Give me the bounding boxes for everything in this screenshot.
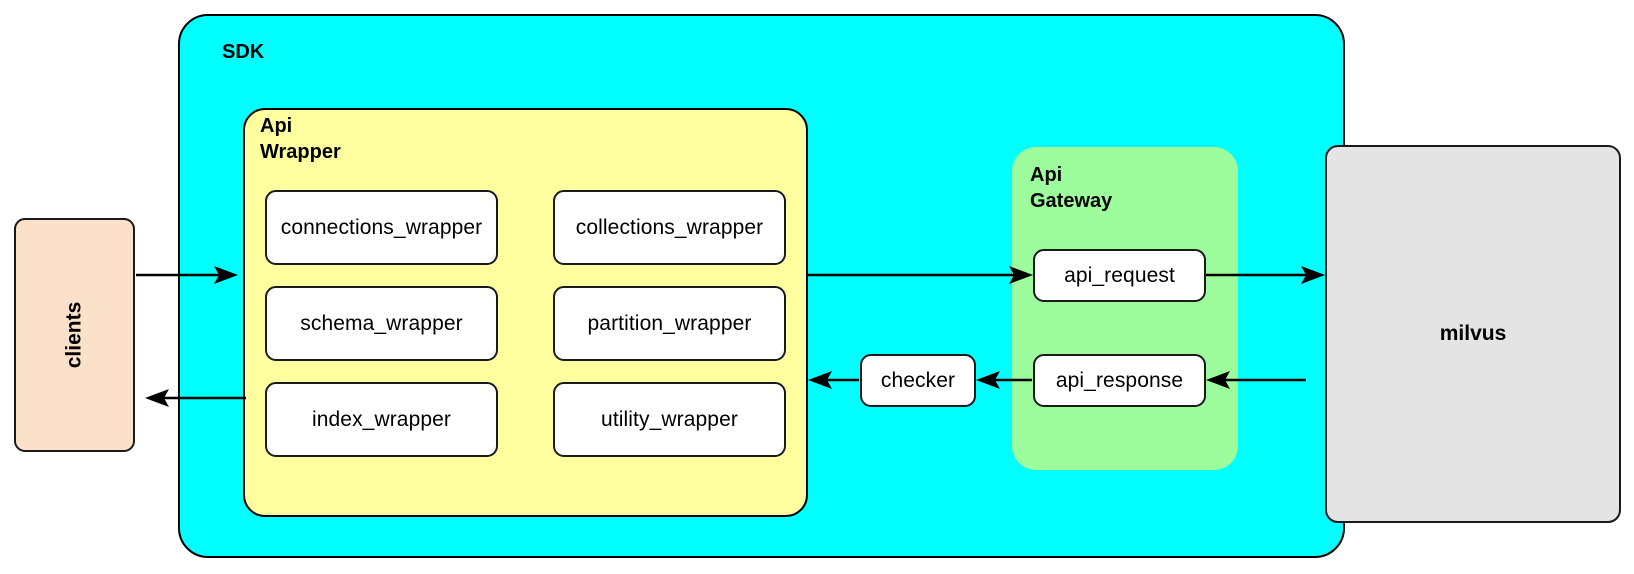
milvus-label: milvus (1439, 322, 1507, 345)
module-label: api_response (1055, 368, 1184, 392)
checker-label: checker (880, 368, 956, 392)
module-label: connections_wrapper (280, 215, 483, 239)
api-gateway-container (1012, 147, 1238, 470)
module-label: api_request (1064, 263, 1175, 287)
checker-node[interactable]: checker (860, 354, 976, 407)
module-collections-wrapper[interactable]: collections_wrapper (553, 190, 786, 265)
module-partition-wrapper[interactable]: partition_wrapper (553, 286, 786, 361)
module-connections-wrapper[interactable]: connections_wrapper (265, 190, 498, 265)
milvus-node[interactable]: milvus (1325, 145, 1621, 523)
module-label: partition_wrapper (587, 311, 752, 335)
module-index-wrapper[interactable]: index_wrapper (265, 382, 498, 457)
module-label: utility_wrapper (601, 407, 738, 431)
clients-label: clients (62, 301, 86, 369)
module-utility-wrapper[interactable]: utility_wrapper (553, 382, 786, 457)
module-schema-wrapper[interactable]: schema_wrapper (265, 286, 498, 361)
api-gateway-label: Api Gateway (1030, 164, 1113, 212)
clients-node[interactable]: clients (14, 218, 135, 452)
module-label: schema_wrapper (300, 311, 463, 335)
sdk-label: SDK (222, 41, 265, 63)
module-api-request[interactable]: api_request (1033, 249, 1206, 302)
module-label: index_wrapper (311, 407, 452, 431)
module-api-response[interactable]: api_response (1033, 354, 1206, 407)
module-label: collections_wrapper (575, 215, 764, 239)
api-wrapper-label: Api Wrapper (260, 115, 341, 163)
